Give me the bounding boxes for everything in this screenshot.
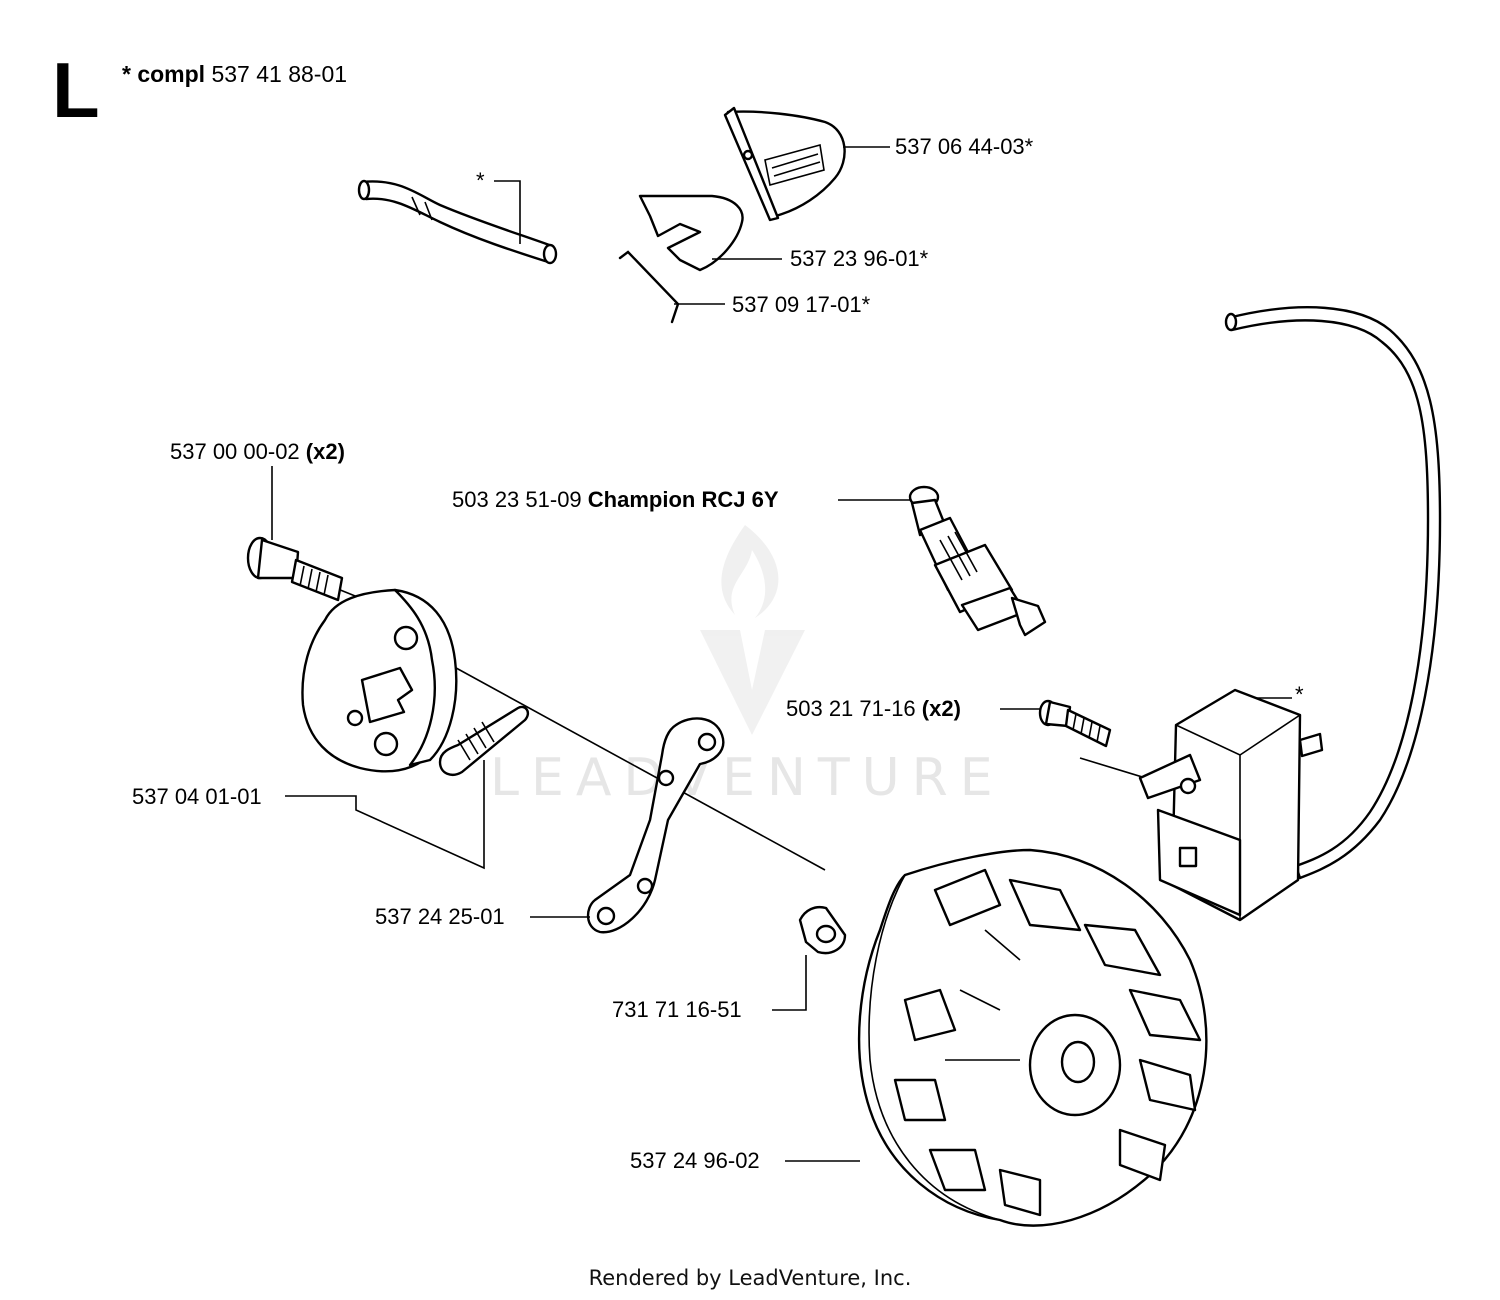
cover-plate-part xyxy=(638,194,744,272)
label-spark-plug[interactable]: 503 23 51-09 Champion RCJ 6Y xyxy=(452,487,779,513)
clutch-screw-part xyxy=(246,536,344,602)
section-letter: L xyxy=(52,46,100,134)
ignition-module-part xyxy=(1138,688,1324,922)
module-screw-part xyxy=(1038,699,1112,748)
spark-plug-name: Champion RCJ 6Y xyxy=(587,487,779,512)
watermark-logo-icon xyxy=(700,525,805,735)
label-cover-top[interactable]: 537 06 44-03* xyxy=(895,134,1034,159)
fuel-hose-marker: * xyxy=(476,168,485,193)
module-screw-number: 503 21 71-16 xyxy=(786,696,916,721)
clutch-screw-number: 537 00 00-02 xyxy=(170,439,300,464)
flywheel-part xyxy=(857,848,1208,1227)
top-cover-part xyxy=(723,106,846,222)
module-screw-qty: (x2) xyxy=(921,696,961,721)
watermark-text: LEADVENTURE xyxy=(490,748,1005,808)
fuel-hose-part xyxy=(357,179,558,265)
complete-kit-label: * compl 537 41 88-01 xyxy=(122,60,347,88)
ignition-module-marker: * xyxy=(1295,682,1304,707)
link-plate-part xyxy=(586,717,725,934)
compl-marker: * compl xyxy=(122,61,206,87)
washer-nut-part xyxy=(798,906,847,955)
label-module-screw[interactable]: 503 21 71-16 (x2) xyxy=(786,696,961,722)
clutch-screw-qty: (x2) xyxy=(305,439,345,464)
label-flywheel[interactable]: 537 24 96-02 xyxy=(630,1148,760,1173)
label-clutch-assembly[interactable]: 537 04 01-01 xyxy=(132,784,262,809)
label-spring-wire[interactable]: 537 09 17-01* xyxy=(732,292,871,317)
spark-plug-number: 503 23 51-09 xyxy=(452,487,582,512)
label-clutch-screw[interactable]: 537 00 00-02 (x2) xyxy=(170,439,345,465)
clutch-assembly-part xyxy=(301,588,458,773)
ignition-cable-part xyxy=(1224,306,1442,880)
spring-wire-part xyxy=(618,250,680,324)
label-cover-plate[interactable]: 537 23 96-01* xyxy=(790,246,929,271)
label-washer-nut[interactable]: 731 71 16-51 xyxy=(612,997,742,1022)
footer-credit: Rendered by LeadVenture, Inc. xyxy=(588,1266,912,1290)
assembly-axis-line xyxy=(327,584,1186,871)
spark-plug-part xyxy=(908,485,1047,637)
leader-lines xyxy=(271,146,1292,1162)
clutch-spring-part xyxy=(438,705,530,776)
label-link-plate[interactable]: 537 24 25-01 xyxy=(375,904,505,929)
compl-number: 537 41 88-01 xyxy=(211,61,348,87)
